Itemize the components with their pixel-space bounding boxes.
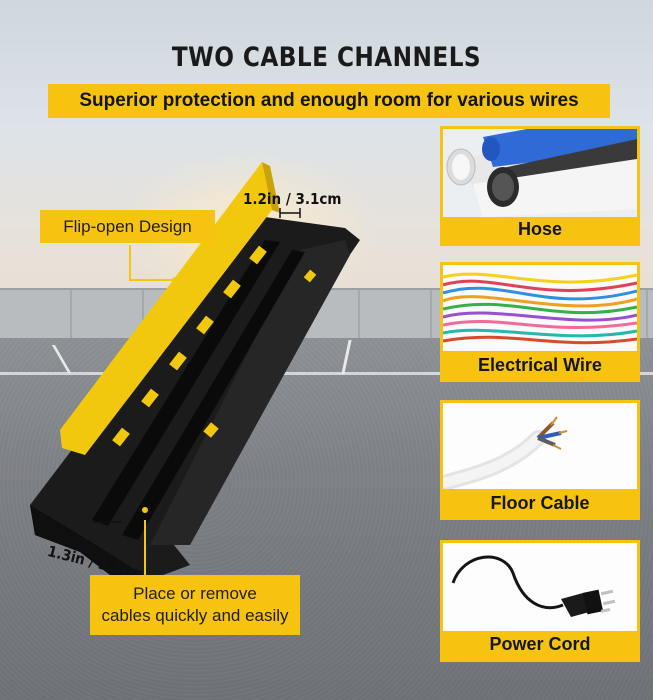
card-floor-cable: Floor Cable bbox=[440, 400, 640, 520]
flip-open-callout: Flip-open Design bbox=[40, 210, 215, 243]
place-remove-line1: Place or remove bbox=[133, 584, 257, 603]
hose-photo bbox=[443, 129, 637, 217]
subtitle-banner: Superior protection and enough room for … bbox=[48, 84, 610, 118]
pipes-icon bbox=[443, 129, 637, 217]
dimension-top-label: 1.2in / 3.1cm bbox=[243, 190, 342, 208]
place-remove-line2: cables quickly and easily bbox=[101, 606, 289, 625]
card-power-cord: Power Cord bbox=[440, 540, 640, 662]
cable-channel-1 bbox=[92, 240, 280, 526]
card-label-floor-cable: Floor Cable bbox=[490, 493, 590, 513]
ramp-top-surface bbox=[150, 240, 350, 545]
card-label-hose: Hose bbox=[517, 219, 562, 239]
yellow-lid-edge bbox=[262, 162, 280, 213]
flip-open-leader bbox=[129, 245, 175, 281]
yellow-flip-lid bbox=[60, 162, 272, 455]
wires-icon bbox=[443, 265, 637, 351]
dimension-top-marker bbox=[279, 208, 301, 218]
page-title: TWO CABLE CHANNELS bbox=[171, 42, 482, 73]
ramp-side-face bbox=[30, 505, 150, 580]
hinge-tabs bbox=[112, 245, 267, 447]
plug-icon bbox=[443, 543, 637, 631]
floor-cable-photo bbox=[443, 403, 637, 489]
card-label-power-cord: Power Cord bbox=[489, 634, 591, 654]
place-remove-callout: Place or remove cables quickly and easil… bbox=[90, 575, 300, 635]
power-cord-photo bbox=[443, 543, 637, 631]
card-electrical-wire: Electrical Wire bbox=[440, 262, 640, 382]
card-label-electrical-wire: Electrical Wire bbox=[478, 355, 602, 375]
parking-line bbox=[0, 372, 653, 375]
wires-photo bbox=[443, 265, 637, 351]
card-hose: Hose bbox=[440, 126, 640, 246]
reflector-marker bbox=[303, 269, 317, 283]
cable-channel-2 bbox=[122, 250, 305, 540]
cable-icon bbox=[443, 403, 637, 489]
reflector-marker bbox=[203, 422, 219, 438]
